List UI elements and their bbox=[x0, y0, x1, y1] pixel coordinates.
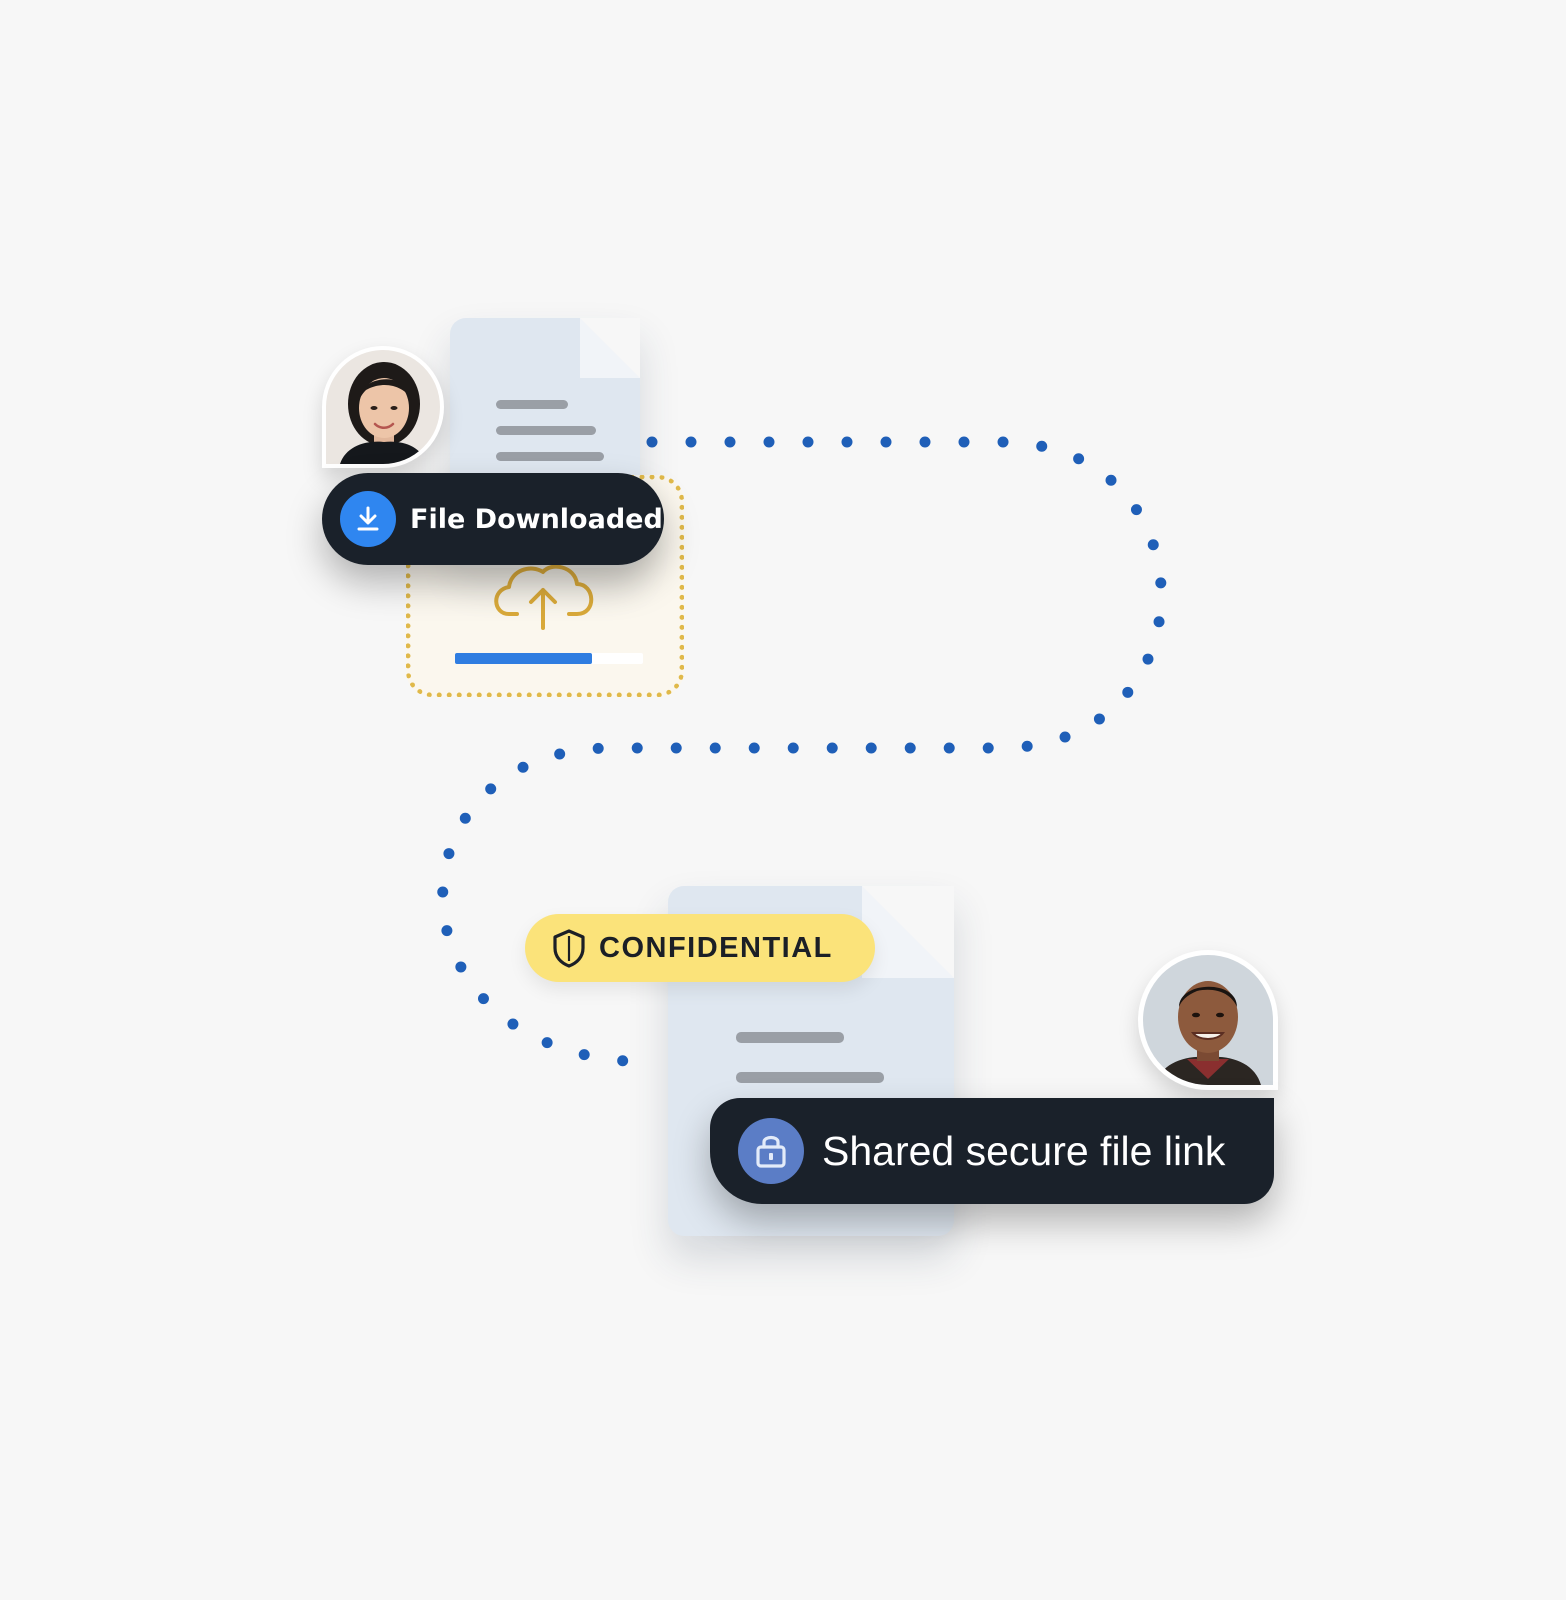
shield-icon bbox=[553, 929, 585, 968]
man-avatar-portrait bbox=[1143, 955, 1273, 1085]
bottom-document-line-2 bbox=[736, 1072, 884, 1083]
file-downloaded-label: File Downloaded bbox=[410, 503, 663, 535]
confidential-label: CONFIDENTIAL bbox=[599, 931, 833, 964]
shared-secure-link-notification[interactable]: Shared secure file link bbox=[710, 1098, 1274, 1204]
shared-secure-link-label: Shared secure file link bbox=[822, 1127, 1226, 1174]
top-document-line-1 bbox=[496, 400, 568, 409]
top-document-fold bbox=[580, 318, 640, 378]
top-document-line-2 bbox=[496, 426, 596, 435]
top-document-line-3 bbox=[496, 452, 604, 461]
bottom-document-line-1 bbox=[736, 1032, 844, 1043]
confidential-badge: CONFIDENTIAL bbox=[525, 914, 875, 982]
bottom-document-fold bbox=[862, 886, 954, 978]
lock-icon bbox=[738, 1118, 804, 1184]
download-icon bbox=[340, 491, 396, 547]
man-avatar bbox=[1138, 950, 1278, 1090]
woman-avatar bbox=[322, 346, 444, 468]
file-downloaded-notification[interactable]: File Downloaded bbox=[322, 473, 664, 565]
upload-progress-bar bbox=[455, 653, 643, 664]
woman-avatar-portrait bbox=[326, 350, 440, 464]
cloud-upload-icon bbox=[494, 564, 594, 630]
upload-progress-fill bbox=[455, 653, 593, 664]
